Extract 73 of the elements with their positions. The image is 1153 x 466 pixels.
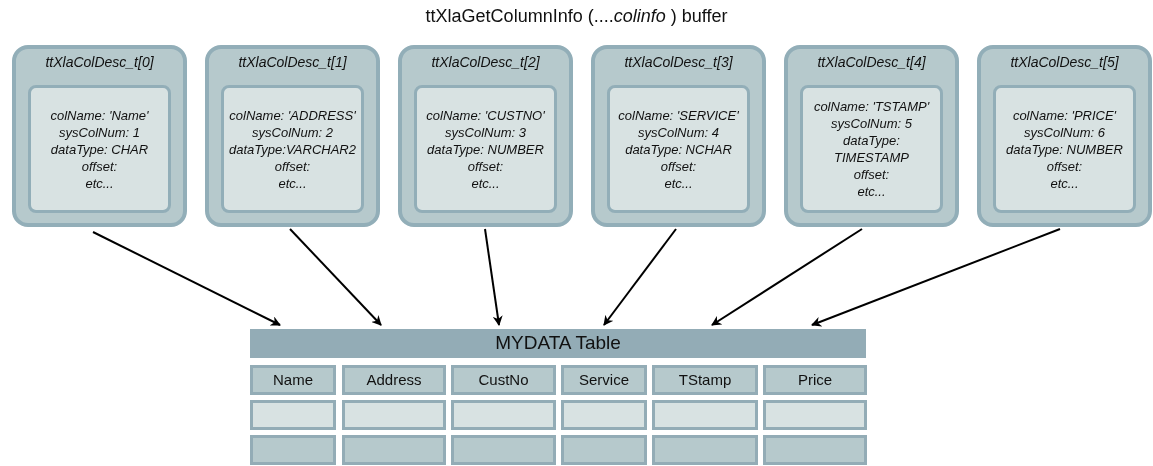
struct-name: ttXlaColDesc_t[4] bbox=[816, 54, 927, 70]
field-box bbox=[800, 85, 943, 213]
table-cell: TStamp bbox=[652, 365, 758, 395]
field-text: dataType: CHAR bbox=[50, 140, 149, 158]
struct-name: ttXlaColDesc_t[5] bbox=[1009, 54, 1120, 70]
field-text: etc... bbox=[85, 174, 114, 192]
field-text: etc... bbox=[664, 174, 693, 192]
table-cell bbox=[342, 435, 446, 465]
field-text: dataType: NCHAR bbox=[625, 140, 732, 158]
table-cell: Price bbox=[763, 365, 867, 395]
arrow bbox=[92, 231, 281, 326]
field-text: colName: 'Name' bbox=[50, 106, 149, 124]
field-text: dataType: NUMBER bbox=[1006, 140, 1123, 158]
field-text: offset: bbox=[467, 157, 504, 175]
table-cell bbox=[561, 400, 647, 430]
struct-box bbox=[205, 45, 380, 227]
table-cell bbox=[652, 435, 758, 465]
field-text: etc... bbox=[857, 183, 886, 200]
field-box bbox=[607, 85, 750, 213]
arrow bbox=[289, 228, 382, 326]
field-text: dataType:VARCHAR2 bbox=[229, 140, 356, 158]
table-cell: CustNo bbox=[451, 365, 556, 395]
struct-name: ttXlaColDesc_t[3] bbox=[623, 54, 734, 70]
struct-box bbox=[977, 45, 1152, 227]
diagram-title: ttXlaGetColumnInfo (....colinfo ) buffer bbox=[424, 6, 729, 27]
struct-box bbox=[398, 45, 573, 227]
field-text: offset: bbox=[81, 157, 118, 175]
field-text: sysColNum: 6 bbox=[1024, 123, 1105, 141]
table-cell bbox=[250, 435, 336, 465]
field-box bbox=[28, 85, 171, 213]
table-cell bbox=[561, 435, 647, 465]
field-text: sysColNum: 2 bbox=[252, 123, 333, 141]
arrow bbox=[603, 228, 677, 326]
field-text: etc... bbox=[1050, 174, 1079, 192]
struct-name: ttXlaColDesc_t[2] bbox=[430, 54, 541, 70]
field-text: sysColNum: 3 bbox=[445, 123, 526, 141]
table-cell: Name bbox=[250, 365, 336, 395]
table-cell bbox=[342, 400, 446, 430]
arrow bbox=[484, 228, 503, 326]
field-box bbox=[414, 85, 557, 213]
struct-box bbox=[591, 45, 766, 227]
field-box bbox=[993, 85, 1136, 213]
field-text: dataType: NUMBER bbox=[427, 140, 544, 158]
field-text: colName: 'ADDRESS' bbox=[229, 106, 356, 124]
field-text: sysColNum: 1 bbox=[59, 123, 140, 141]
field-text: colName: 'TSTAMP' bbox=[813, 98, 930, 115]
field-text: etc... bbox=[278, 174, 307, 192]
table-cell: Address bbox=[342, 365, 446, 395]
struct-name: ttXlaColDesc_t[1] bbox=[237, 54, 348, 70]
field-text: offset: bbox=[660, 157, 697, 175]
field-text: sysColNum: 5 bbox=[831, 115, 912, 132]
field-text: colName: 'PRICE' bbox=[1012, 106, 1117, 124]
arrow bbox=[711, 228, 863, 326]
table-cell bbox=[652, 400, 758, 430]
field-text: offset: bbox=[274, 157, 311, 175]
field-text: etc... bbox=[471, 174, 500, 192]
table-cell bbox=[250, 400, 336, 430]
table-cell: Service bbox=[561, 365, 647, 395]
table-cell bbox=[763, 400, 867, 430]
field-text: colName: 'SERVICE' bbox=[618, 106, 739, 124]
table-cell bbox=[763, 435, 867, 465]
struct-name: ttXlaColDesc_t[0] bbox=[44, 54, 155, 70]
field-text: colName: 'CUSTNO' bbox=[426, 106, 545, 124]
field-text: offset: bbox=[1046, 157, 1083, 175]
table-header-bar: MYDATA Table bbox=[250, 329, 866, 358]
struct-box bbox=[12, 45, 187, 227]
field-text: sysColNum: 4 bbox=[638, 123, 719, 141]
arrow bbox=[811, 228, 1061, 327]
field-text: offset: bbox=[853, 166, 890, 183]
table-cell bbox=[451, 400, 556, 430]
field-box bbox=[221, 85, 364, 213]
struct-box bbox=[784, 45, 959, 227]
table-cell bbox=[451, 435, 556, 465]
